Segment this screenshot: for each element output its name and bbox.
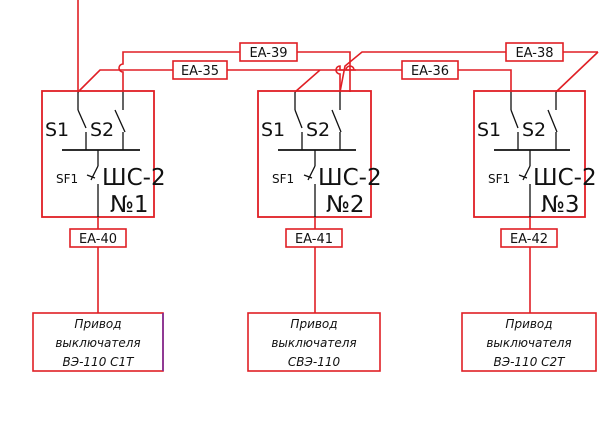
cabinet-2-s1-label: S1: [261, 119, 285, 141]
cabinet-1: S1 S2 SF1 ШС-2 №1: [41, 90, 166, 218]
drive-3-line-2: выключателя: [486, 336, 571, 350]
cabinet-1-s2-label: S2: [90, 119, 114, 141]
cabinet-1-out-tag: EA-40: [79, 232, 117, 247]
cabinet-2-out-tag: EA-41: [295, 232, 333, 247]
cabinet-1-output: EA-40: [69, 217, 127, 313]
cabinet-2-number: №2: [326, 192, 365, 218]
drive-1: Привод выключателя ВЭ-110 С1Т: [32, 312, 164, 372]
drive-2-line-3: СВЭ-110: [288, 355, 341, 369]
wire-ea38: [339, 51, 598, 93]
cabinet-1-number: №1: [110, 192, 149, 218]
drive-1-line-1: Привод: [74, 317, 121, 331]
drive-3-line-3: ВЭ-110 С2Т: [493, 355, 566, 369]
cabinet-2-sf-label: SF1: [272, 172, 294, 186]
link-tag-ea35: EA-35: [172, 60, 228, 80]
cabinet-2-s2-label: S2: [306, 119, 330, 141]
cabinet-3-sf-label: SF1: [488, 172, 510, 186]
cabinet-3-number: №3: [541, 192, 580, 218]
drive-2-line-1: Привод: [290, 317, 337, 331]
link-tag-ea35-label: EA-35: [181, 64, 219, 79]
drive-1-line-3: ВЭ-110 С1Т: [62, 355, 135, 369]
link-tag-ea39-label: EA-39: [249, 46, 287, 61]
wire-ea39: [118, 51, 351, 92]
cabinet-3-s2-label: S2: [522, 119, 546, 141]
drive-2-line-2: выключателя: [271, 336, 356, 350]
cabinet-3: S1 S2 SF1 ШС-2 №3: [473, 90, 597, 218]
drive-3: Привод выключателя ВЭ-110 С2Т: [461, 312, 597, 372]
cabinet-2-contacts: [278, 92, 356, 217]
cabinet-1-contacts: [62, 92, 140, 217]
link-tag-ea36-label: EA-36: [411, 64, 449, 79]
cabinet-1-s1-label: S1: [45, 119, 69, 141]
cabinet-1-name: ШС-2: [102, 165, 166, 191]
cabinet-2-name: ШС-2: [318, 165, 382, 191]
cabinet-2-output: EA-41: [285, 217, 343, 313]
cabinet-3-contacts: [494, 92, 570, 217]
cabinet-3-s1-label: S1: [477, 119, 501, 141]
cabinet-2: S1 S2 SF1 ШС-2 №2: [257, 90, 382, 218]
link-tag-ea36: EA-36: [401, 60, 459, 80]
drive-1-line-2: выключателя: [55, 336, 140, 350]
cabinet-3-output: EA-42: [500, 217, 558, 313]
cabinet-1-sf-label: SF1: [56, 172, 78, 186]
link-tag-ea38: EA-38: [505, 42, 564, 62]
drive-3-line-1: Привод: [505, 317, 552, 331]
link-tag-ea39: EA-39: [239, 42, 298, 62]
cabinet-3-name: ШС-2: [533, 165, 597, 191]
wire-ea36: [335, 65, 512, 92]
interconnect-wires: [77, 0, 599, 93]
drive-2: Привод выключателя СВЭ-110: [247, 312, 381, 372]
wire-ea38-drop: [555, 51, 599, 93]
link-tag-ea38-label: EA-38: [515, 46, 553, 61]
cabinet-3-out-tag: EA-42: [510, 232, 548, 247]
